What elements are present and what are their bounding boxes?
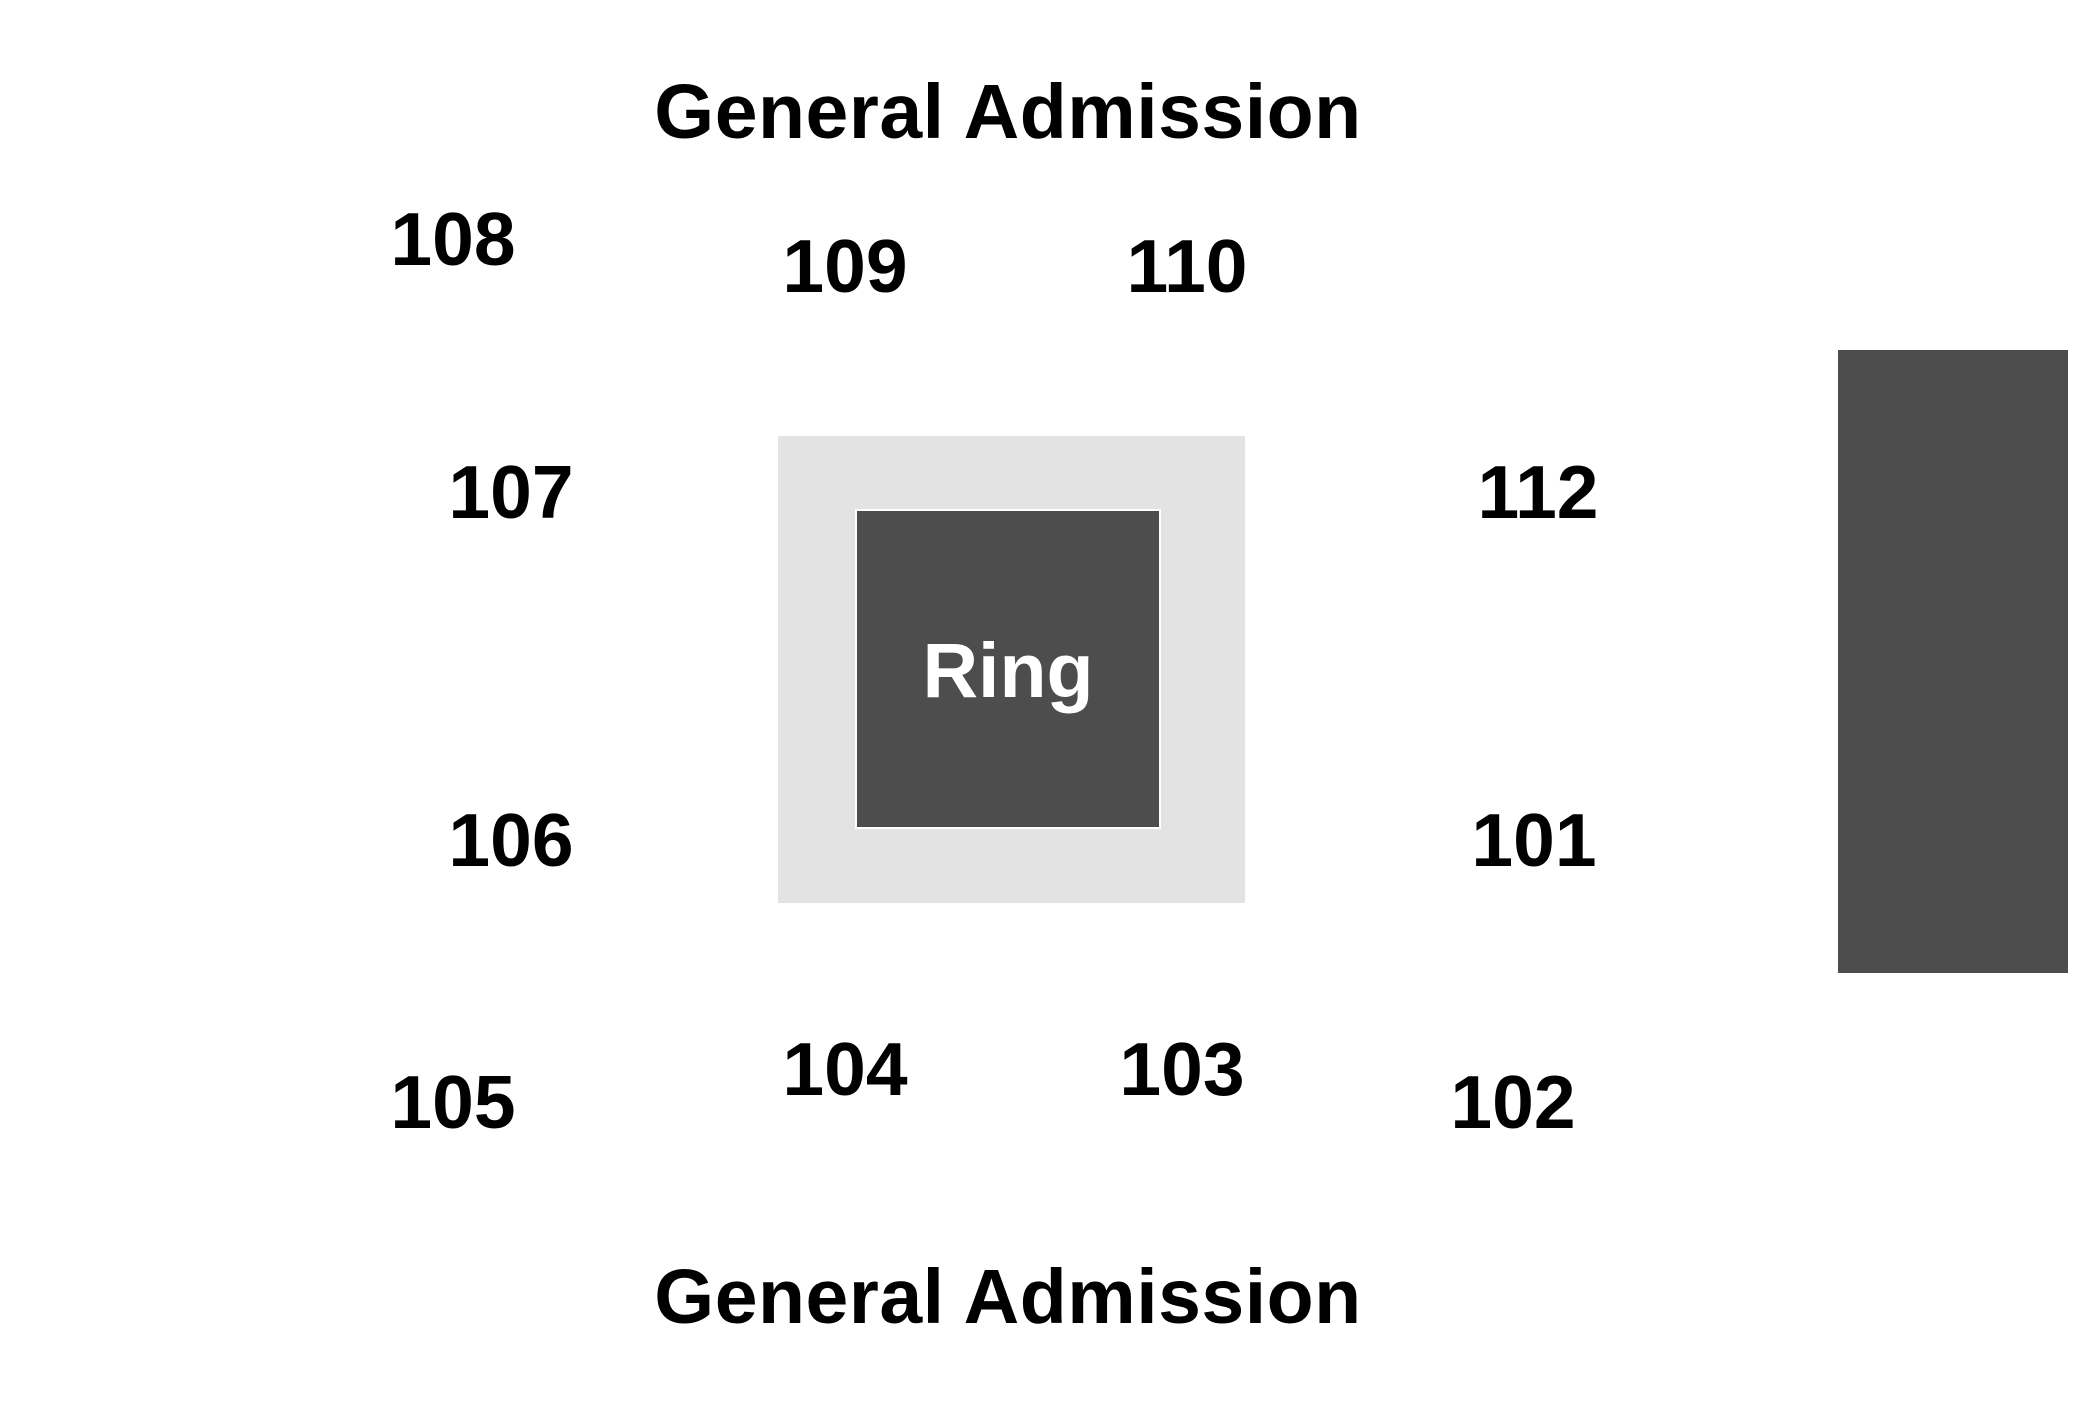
ring-label: Ring: [922, 628, 1094, 714]
section-108[interactable]: 108: [390, 197, 516, 281]
section-102[interactable]: 102: [1450, 1060, 1576, 1144]
section-101[interactable]: 101: [1471, 798, 1597, 882]
section-109[interactable]: 109: [782, 224, 908, 308]
section-110[interactable]: 110: [1126, 224, 1248, 308]
section-107[interactable]: 107: [448, 450, 574, 534]
ring[interactable]: Ring: [855, 509, 1161, 829]
stage-block: [1838, 350, 2068, 973]
section-105[interactable]: 105: [390, 1060, 516, 1144]
section-103[interactable]: 103: [1119, 1027, 1245, 1111]
section-106[interactable]: 106: [448, 798, 574, 882]
general-admission-bottom-label[interactable]: General Admission: [654, 1254, 1362, 1340]
section-104[interactable]: 104: [782, 1027, 908, 1111]
general-admission-top-label[interactable]: General Admission: [654, 69, 1362, 155]
section-112[interactable]: 112: [1477, 450, 1599, 534]
